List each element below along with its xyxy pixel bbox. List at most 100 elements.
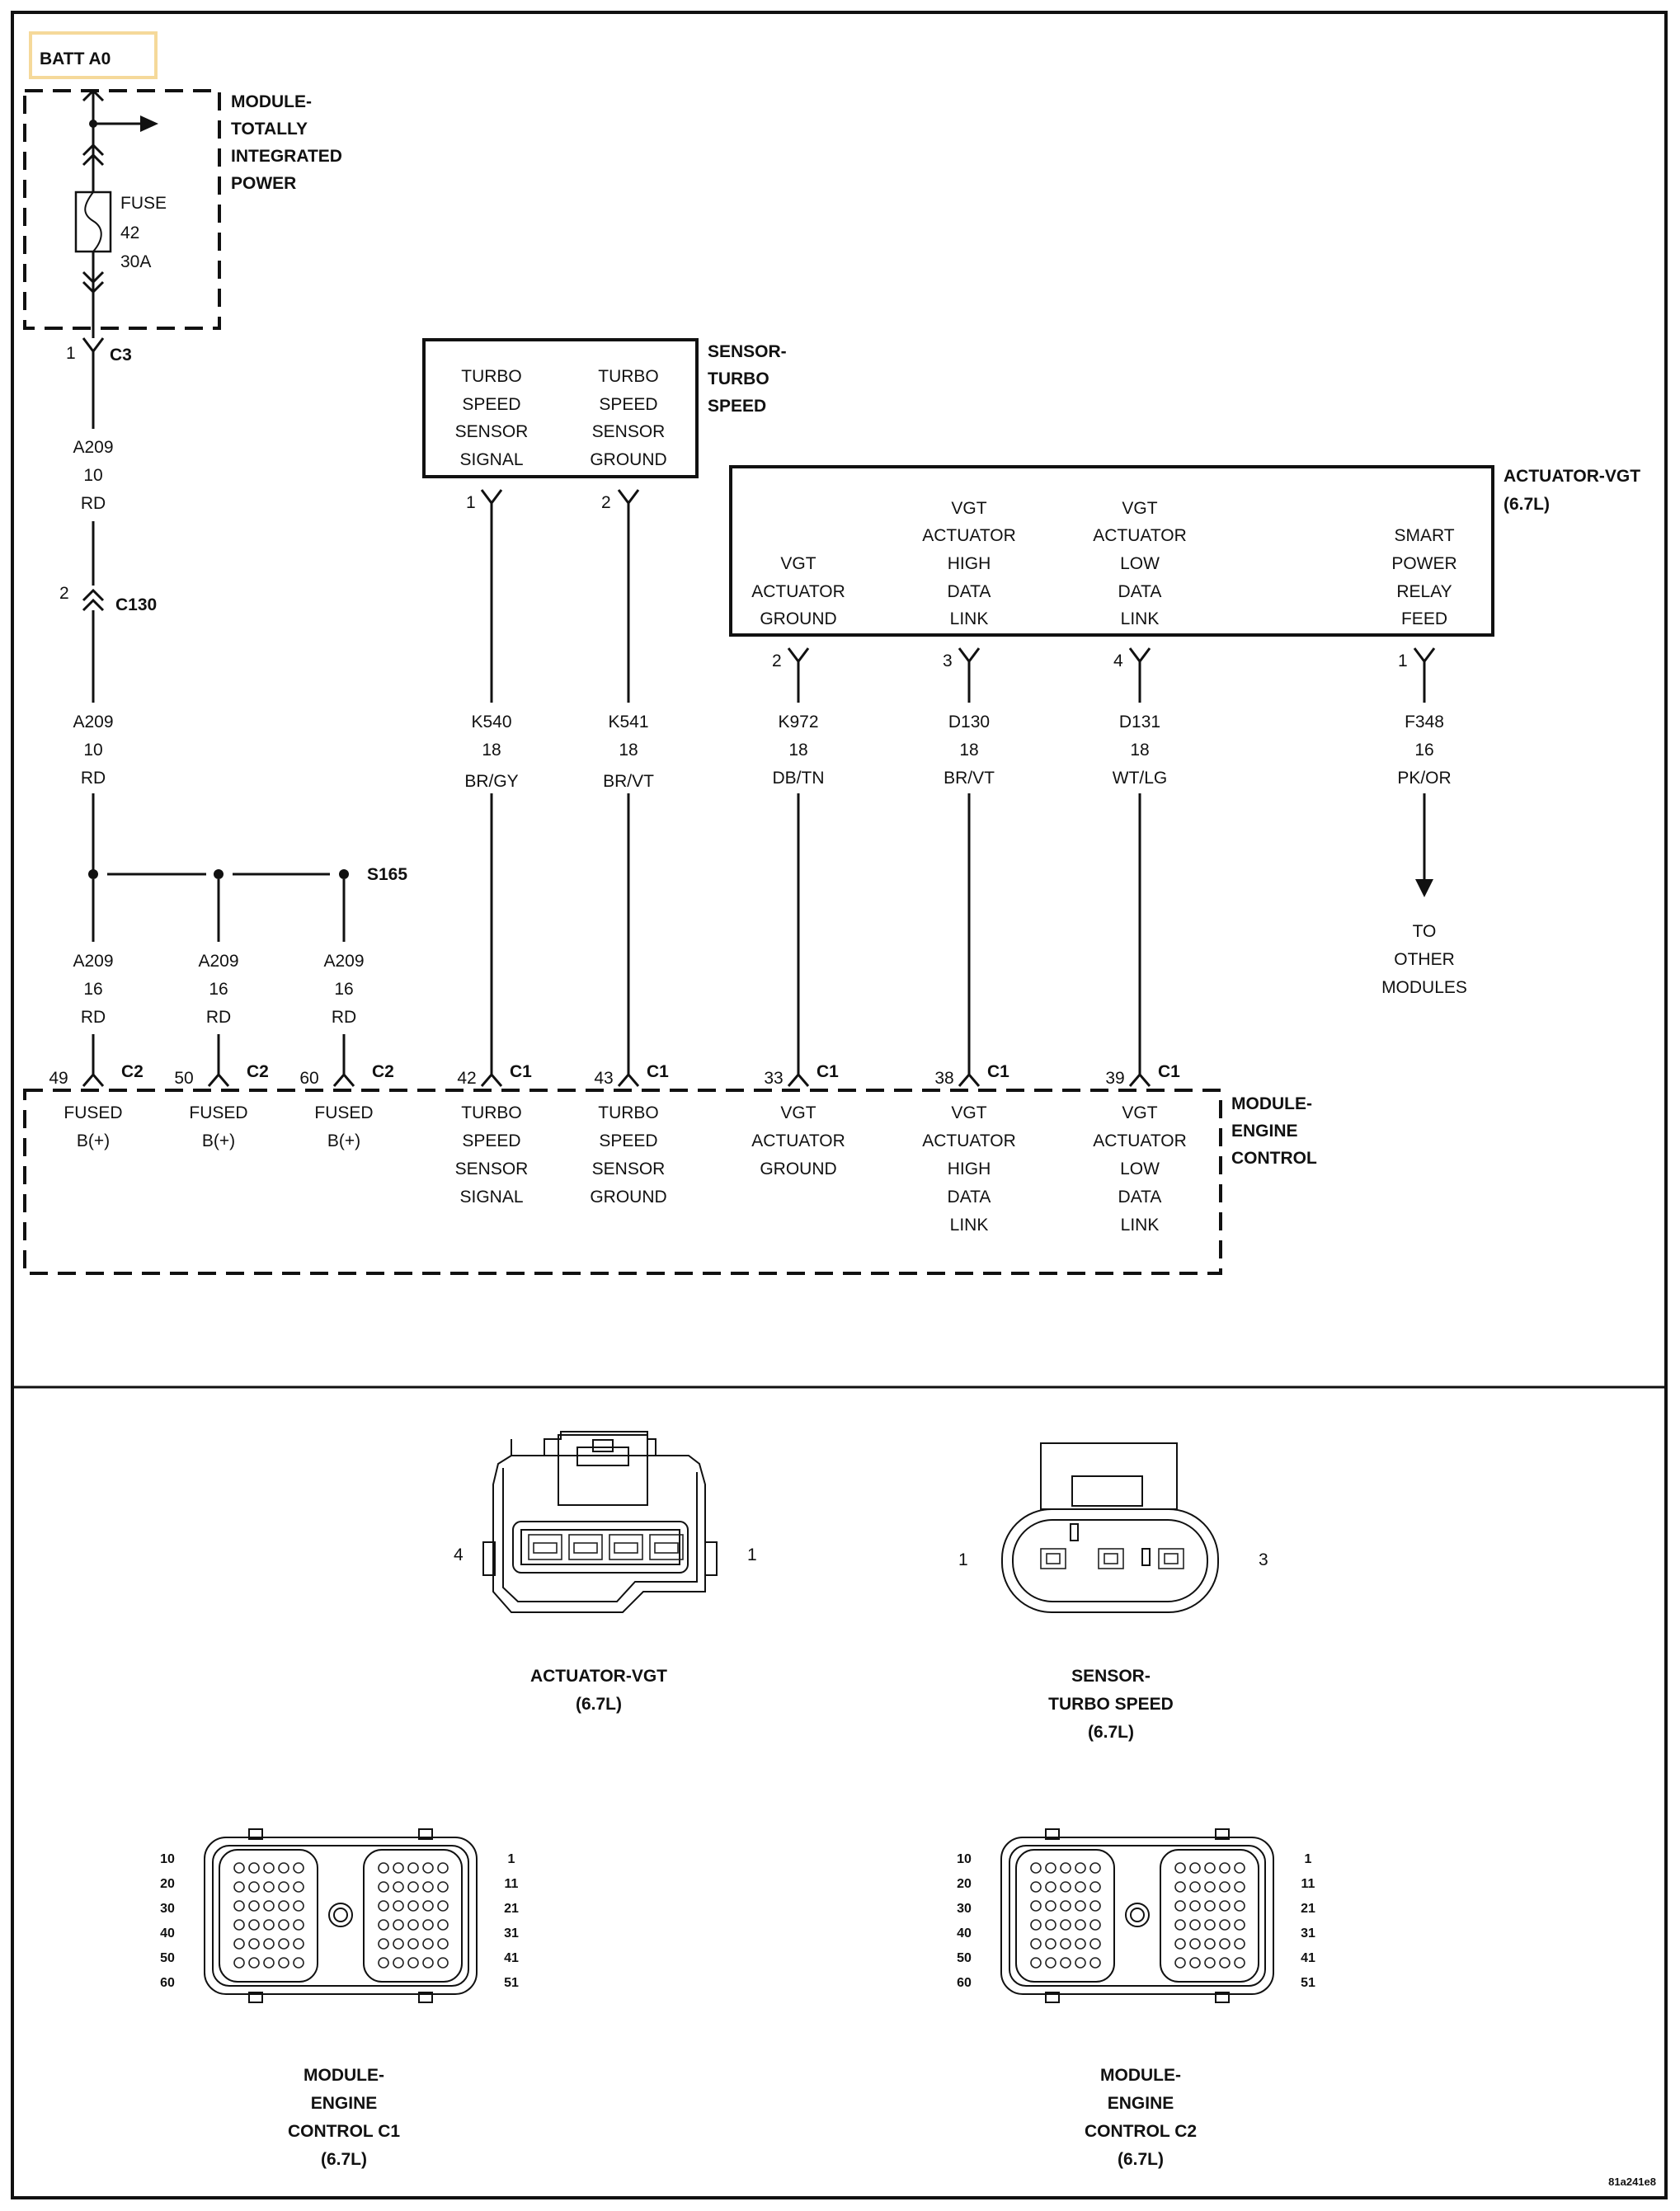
pin-cavity: [263, 1862, 275, 1874]
pin-cavity: [407, 1900, 419, 1912]
wire-label: WT/LG: [1113, 769, 1168, 788]
svg-text:CONTROL C1: CONTROL C1: [288, 2122, 400, 2141]
wire-label: DB/TN: [773, 769, 825, 788]
pin-cavity: [1204, 1957, 1216, 1969]
ecm-pin-function: LINK: [950, 1216, 989, 1235]
terminal: [649, 1534, 684, 1560]
actuator-low-label: VGT ACTUATOR LOW DATA LINK: [1093, 499, 1187, 628]
pin-cavity: [248, 1919, 260, 1931]
svg-text:INTEGRATED: INTEGRATED: [231, 147, 342, 166]
pin-cavity: [422, 1957, 434, 1969]
ecm-c1-connector-symbol: [787, 1072, 810, 1087]
pin-cavity: [1204, 1900, 1216, 1912]
svg-text:TURBO: TURBO: [598, 367, 659, 386]
ecm-c1-connector-symbol: [617, 1072, 640, 1087]
wire-label: 16: [334, 980, 353, 999]
svg-text:(6.7L): (6.7L): [576, 1695, 622, 1714]
wire-label: D130: [948, 713, 990, 732]
ecm-pin: 60: [299, 1069, 318, 1088]
ecm-pin-function: GROUND: [590, 1188, 666, 1207]
ecm-connector-label: C1: [647, 1062, 669, 1081]
cavity-number: 60: [957, 1976, 972, 1990]
pin-cavity: [1234, 1881, 1245, 1893]
ecm-c2-connector-symbol: [332, 1072, 355, 1087]
center-bolt: [328, 1903, 353, 1927]
act-view-pin-left: 4: [454, 1545, 464, 1564]
svg-text:DATA: DATA: [1118, 582, 1162, 601]
cavity-number: 41: [1301, 1951, 1315, 1965]
pin-cavity: [1189, 1957, 1201, 1969]
latch-tab: [248, 1828, 263, 1840]
svg-text:(6.7L): (6.7L): [1504, 495, 1550, 514]
svg-text:TURBO: TURBO: [708, 369, 769, 388]
batt-label-box: [29, 31, 158, 79]
pin-cavity: [248, 1900, 260, 1912]
pin-cavity: [437, 1957, 449, 1969]
svg-text:FEED: FEED: [1401, 609, 1447, 628]
cavity-number: 30: [957, 1902, 972, 1916]
svg-text:ENGINE: ENGINE: [311, 2094, 378, 2113]
actuator-vgt-pins: [528, 1534, 684, 1560]
ecm-pin-function: FUSED: [189, 1103, 247, 1122]
pin-cavity: [407, 1862, 419, 1874]
actuator-pin-2: 2: [772, 652, 782, 670]
svg-text:GROUND: GROUND: [760, 609, 836, 628]
c130-pin: 2: [59, 584, 69, 603]
pin-cavity: [1219, 1862, 1231, 1874]
pin-cavity: [1030, 1919, 1042, 1931]
splice-label: S165: [367, 865, 407, 884]
cavity-number: 51: [1301, 1976, 1315, 1990]
pin-cavity: [393, 1957, 404, 1969]
pin-cavity: [1045, 1862, 1056, 1874]
cavity-number: 1: [508, 1852, 515, 1866]
ecm-connector-label: C2: [247, 1062, 269, 1081]
pin-cavity: [1219, 1881, 1231, 1893]
pin-cavity: [422, 1862, 434, 1874]
actuator-pin-4: 4: [1113, 652, 1123, 670]
cavity-number: 10: [160, 1852, 175, 1866]
ecm-pin: 38: [934, 1069, 953, 1088]
pin-cavity: [1204, 1862, 1216, 1874]
pin-cavity: [278, 1919, 289, 1931]
svg-text:SENSOR: SENSOR: [592, 422, 666, 441]
svg-text:ENGINE: ENGINE: [1108, 2094, 1174, 2113]
wire-label: A209: [323, 952, 364, 971]
sensor-title: SENSOR- TURBO SPEED: [708, 342, 787, 416]
pin-cavity: [437, 1862, 449, 1874]
ecm-c2-connector-symbol: [207, 1072, 230, 1087]
wire-label: 18: [482, 741, 501, 760]
ecm-pin-function: FUSED: [64, 1103, 122, 1122]
c3-connector-label: C3: [110, 346, 132, 365]
pin-cavity: [248, 1862, 260, 1874]
svg-text:SENSOR-: SENSOR-: [708, 342, 787, 361]
ecm-pin: 39: [1105, 1069, 1124, 1088]
pin-cavity: [1075, 1938, 1086, 1950]
pin-cavity: [1089, 1900, 1101, 1912]
pin-cavity: [1219, 1900, 1231, 1912]
to-other-modules: TO OTHER MODULES: [1381, 922, 1467, 997]
pin-cavity: [1089, 1938, 1101, 1950]
svg-text:OTHER: OTHER: [1394, 950, 1455, 969]
center-bolt: [1125, 1903, 1150, 1927]
f348-connector-symbol: [1413, 647, 1436, 664]
ecm-pin-function: ACTUATOR: [1093, 1131, 1187, 1150]
pin-cavity: [1030, 1938, 1042, 1950]
wire-label: RD: [81, 1008, 106, 1027]
svg-text:ACTUATOR-VGT: ACTUATOR-VGT: [1504, 467, 1640, 486]
wire-label: 16: [83, 980, 102, 999]
latch-tab: [1045, 1992, 1060, 2003]
terminal-slot: [1164, 1553, 1179, 1564]
cavity-number: 20: [957, 1877, 972, 1891]
c130-connector-symbol: [82, 588, 105, 612]
f348-wire-label: F348 16 PK/OR: [1397, 713, 1451, 788]
wire-label: K540: [471, 713, 511, 732]
ecm-c1-connector-symbol: [1128, 1072, 1151, 1087]
pin-cavity: [1174, 1900, 1186, 1912]
ecm-pin-function: SENSOR: [592, 1160, 666, 1178]
